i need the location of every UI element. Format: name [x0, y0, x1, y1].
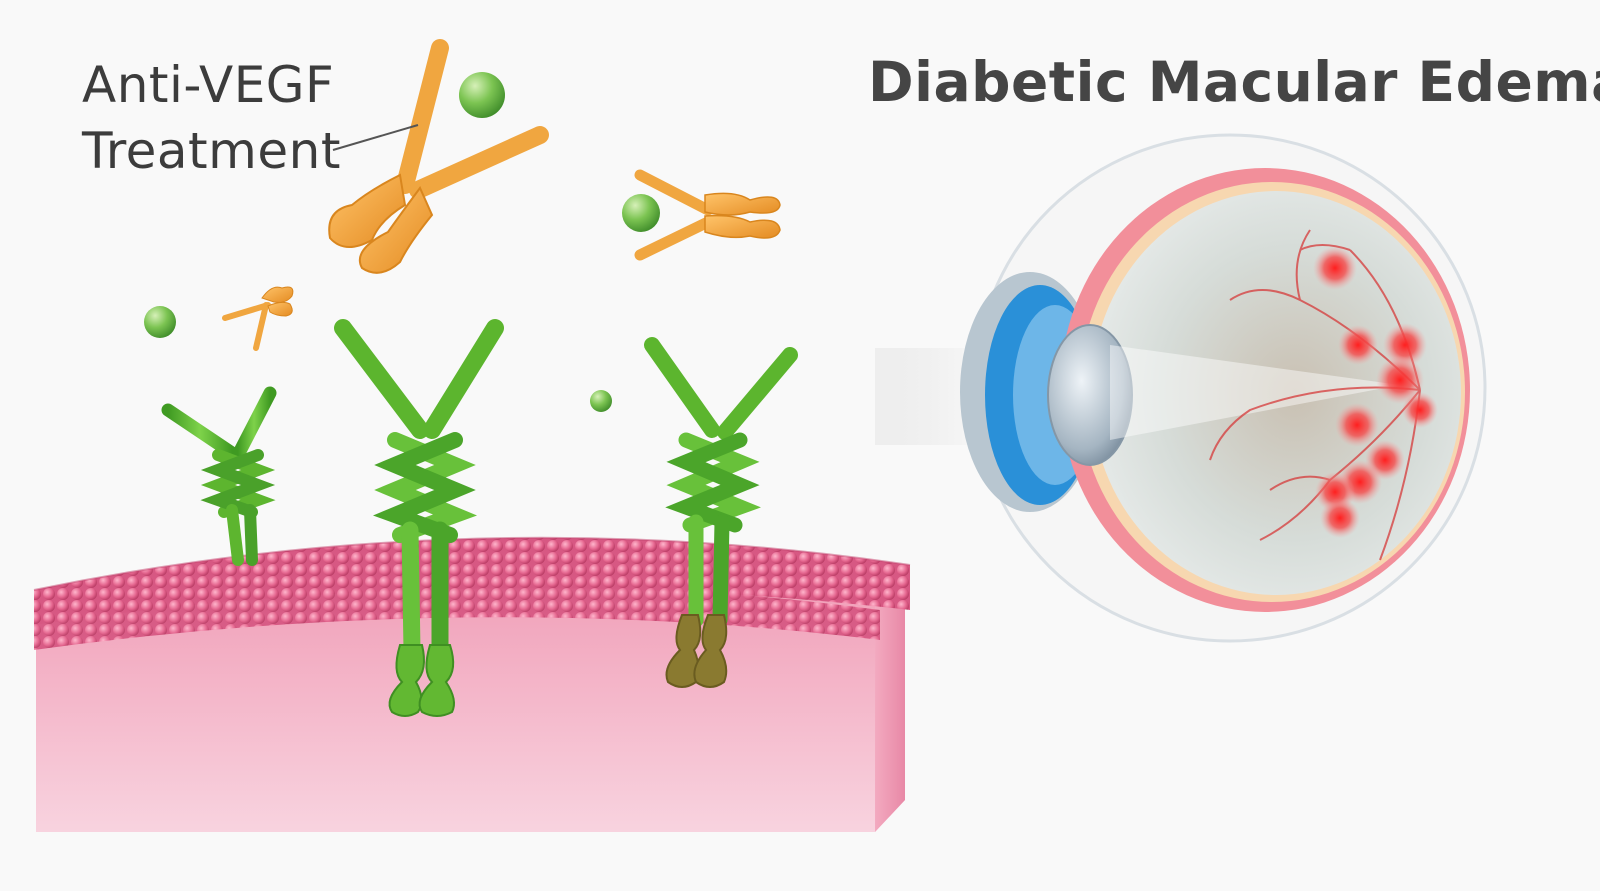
vegf-ligand-ball-icon [622, 194, 660, 232]
vegf-receptor-icon [168, 393, 270, 560]
treatment-label-line2: Treatment [82, 118, 341, 184]
label-leader-line [333, 125, 418, 150]
anti-vegf-antibody-icon [640, 175, 780, 255]
anti-vegf-antibody-icon [225, 287, 293, 348]
vegf-ligand-ball-icon [459, 72, 505, 118]
page-title: Diabetic Macular Edema [868, 50, 1600, 114]
treatment-label-line1: Anti-VEGF [82, 52, 341, 118]
vegf-ligand-ball-icon [590, 390, 612, 412]
anti-vegf-treatment-label: Anti-VEGF Treatment [82, 52, 341, 184]
eye-cross-section-icon [875, 135, 1485, 641]
vegf-ligand-ball-icon [144, 306, 176, 338]
anti-vegf-antibody-icon [329, 48, 540, 273]
